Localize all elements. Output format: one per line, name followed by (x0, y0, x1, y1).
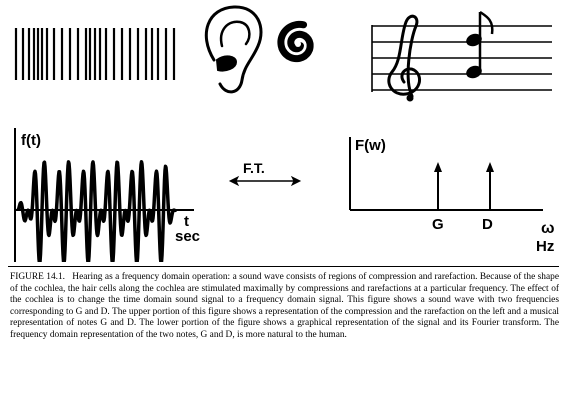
time-axis-t-label: t (184, 213, 189, 230)
omega-label: ω (541, 220, 555, 237)
caption-text: Hearing as a frequency domain operation:… (10, 272, 559, 340)
note-d-label: D (482, 216, 493, 233)
hertz-label: Hz (536, 238, 554, 255)
freq-function-label: F(w) (355, 137, 386, 154)
cochlea-spiral-icon (277, 20, 314, 63)
figure-label: FIGURE 14.1. (10, 272, 66, 282)
treble-clef-staff-icon (371, 10, 552, 102)
figure-caption: FIGURE 14.1. Hearing as a frequency doma… (10, 272, 559, 342)
note-g-label: G (432, 216, 444, 233)
note-g-impulse (434, 162, 442, 210)
figure-illustration: f(t) t sec F.T. F(w) G D ω Hz (14, 5, 555, 262)
time-axis-unit-label: sec (175, 228, 200, 245)
caption-divider (8, 266, 559, 267)
fourier-transform-label: F.T. (243, 160, 265, 176)
frequency-domain-graph: F(w) G D ω Hz (349, 137, 555, 255)
time-domain-graph: f(t) t sec (14, 128, 200, 262)
waveform-line (16, 160, 178, 262)
time-function-label: f(t) (21, 132, 41, 149)
ear-icon (204, 5, 263, 94)
fourier-transform-arrow: F.T. (228, 160, 302, 187)
compression-rarefaction-bars (14, 28, 176, 80)
note-d-impulse (486, 162, 494, 210)
